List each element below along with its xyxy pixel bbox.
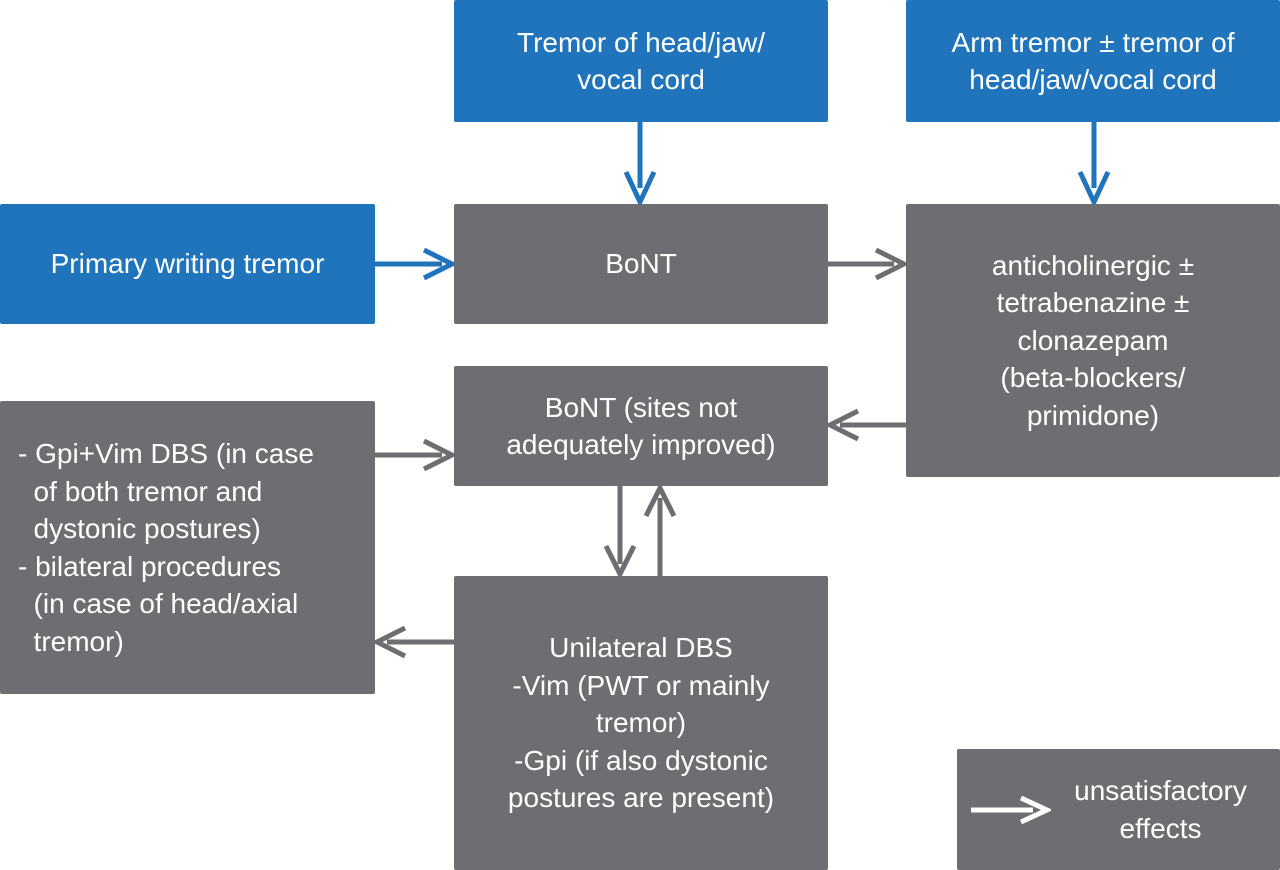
box-bont-sites-label: BoNT (sites not adequately improved) xyxy=(506,391,776,461)
box-tremor-head-label: Tremor of head/jaw/ vocal cord xyxy=(517,26,765,96)
box-bont-label: BoNT xyxy=(605,248,677,280)
arrow-arm-tremor-to-anticholinergic xyxy=(1077,122,1111,208)
arrow-primary-writing-to-bont xyxy=(375,247,458,281)
box-bont-sites-not-improved: BoNT (sites not adequately improved) xyxy=(454,366,828,486)
arrow-bont-sites-to-unilateral-dbs xyxy=(603,486,637,580)
box-bont: BoNT xyxy=(454,204,828,324)
box-anticholinergic: anticholinergic ± tetrabenazine ± clonaz… xyxy=(906,204,1280,477)
box-arm-tremor-label: Arm tremor ± tremor of head/jaw/vocal co… xyxy=(951,26,1235,96)
box-unilateral-dbs: Unilateral DBS -Vim (PWT or mainly tremo… xyxy=(454,576,828,870)
box-anticholinergic-label: anticholinergic ± tetrabenazine ± clonaz… xyxy=(991,249,1195,431)
arrow-unilateral-dbs-to-bont-sites xyxy=(643,482,677,576)
box-arm-tremor: Arm tremor ± tremor of head/jaw/vocal co… xyxy=(906,0,1280,122)
arrow-gpi-vim-to-bont-sites xyxy=(375,438,458,472)
arrow-unilateral-dbs-to-gpi-vim xyxy=(371,625,454,659)
box-primary-writing-tremor: Primary writing tremor xyxy=(0,204,375,324)
box-gpi-vim-label: - Gpi+Vim DBS (in case of both tremor an… xyxy=(18,438,314,657)
box-primary-writing-label: Primary writing tremor xyxy=(50,248,325,280)
legend: unsatisfactory effects xyxy=(957,749,1280,870)
arrow-tremor-head-to-bont xyxy=(623,122,657,208)
right-arrow-icon xyxy=(971,795,1051,824)
box-tremor-head-jaw-vocal-cord: Tremor of head/jaw/ vocal cord xyxy=(454,0,828,122)
legend-label: unsatisfactory effects xyxy=(1074,775,1247,844)
box-gpi-vim-dbs: - Gpi+Vim DBS (in case of both tremor an… xyxy=(0,401,375,694)
arrow-anticholinergic-to-bont-sites xyxy=(824,408,906,442)
arrow-bont-to-anticholinergic xyxy=(828,247,910,281)
box-unilateral-dbs-label: Unilateral DBS -Vim (PWT or mainly tremo… xyxy=(507,632,775,814)
